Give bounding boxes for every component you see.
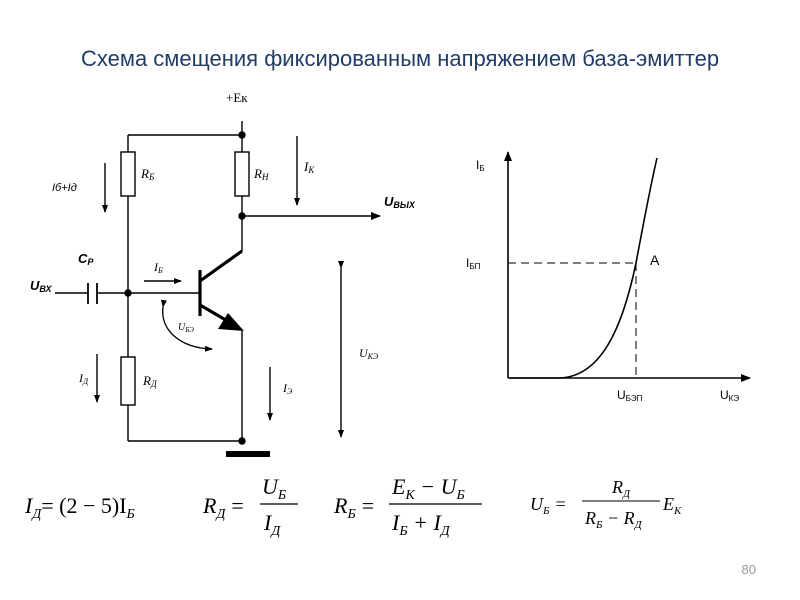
ube-label: UБЭ	[178, 322, 194, 334]
ib-plus-id-label: Iб+Iд	[52, 182, 77, 194]
graph-x-label: UКЭ	[720, 388, 739, 403]
resistor-rd	[120, 356, 136, 406]
ik-label: IК	[303, 159, 315, 175]
formula-2-numerator: UБ	[262, 474, 286, 503]
circuit-schematic	[55, 121, 381, 457]
formula-4-tail: EК	[662, 494, 682, 517]
uvyx-label: UВЫХ	[384, 194, 416, 210]
graph-ibp-label: IБП	[466, 256, 481, 271]
id-label: IД	[78, 371, 89, 386]
formulas: IД= (2 − 5)IБ RД= UБ IД RБ= EК − UБ IБ +…	[24, 474, 682, 539]
transistor-collector	[199, 249, 243, 283]
formula-2-denominator: IД	[263, 510, 281, 539]
formula-3-denominator: IБ + IД	[391, 510, 451, 539]
rn-label: RН	[253, 166, 269, 182]
formula-3-lhs: RБ=	[333, 493, 374, 522]
uke-label: UКЭ	[359, 346, 379, 361]
cp-label: CP	[78, 251, 94, 267]
formula-4-numerator: RД	[611, 477, 631, 500]
characteristic-graph	[504, 151, 751, 382]
supply-label: +Eк	[226, 90, 248, 105]
formula-3-numerator: EК − UБ	[391, 474, 465, 503]
resistor-rn	[234, 151, 250, 197]
formula-2-lhs: RД=	[202, 493, 244, 522]
page-number: 80	[741, 562, 756, 577]
graph-point-a: A	[650, 252, 660, 268]
ground-node	[238, 437, 246, 445]
graph-curve	[510, 157, 658, 379]
formula-4-denominator: RБ − RД	[584, 508, 643, 531]
formula-4-lhs: UБ=	[530, 494, 566, 517]
emitter-arrow	[218, 313, 244, 331]
formula-1: IД= (2 − 5)IБ	[24, 493, 135, 522]
page-title: Схема смещения фиксированным напряжением…	[80, 46, 720, 71]
resistor-rb	[120, 151, 136, 197]
graph-y-label: IБ	[476, 158, 485, 173]
uvx-label: UВХ	[30, 278, 53, 294]
ube-arc-arrow	[160, 299, 213, 352]
ie-label: IЭ	[282, 381, 293, 396]
rd-label: RД	[142, 373, 158, 389]
ib-label: IБ	[153, 260, 163, 275]
graph-ubep-label: UБЭП	[617, 388, 643, 403]
rb-label: RБ	[140, 166, 155, 182]
